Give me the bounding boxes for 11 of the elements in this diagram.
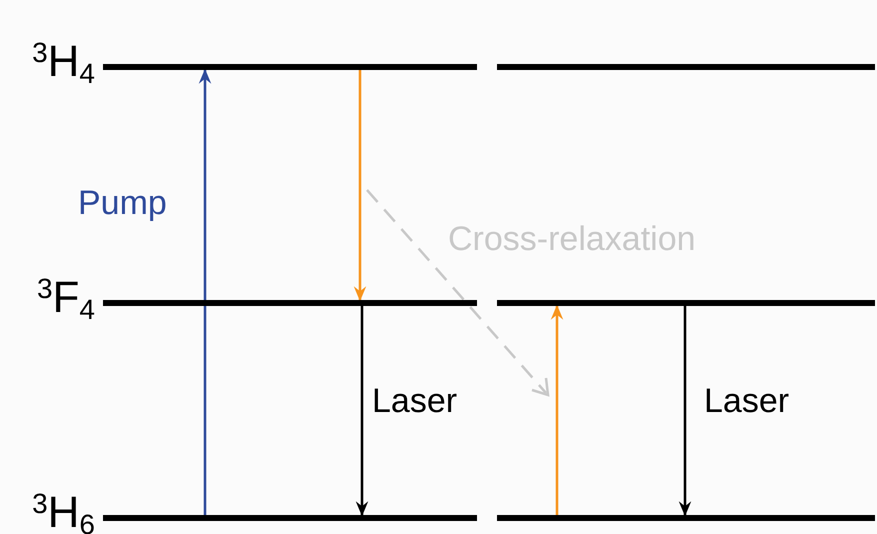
arrow (354, 70, 366, 302)
edge-label: Pump (78, 183, 167, 224)
arrow (356, 306, 368, 516)
arrow (550, 304, 564, 515)
energy-level-label: $^{3}$H$_{4}$ (32, 40, 95, 84)
arrow (198, 68, 212, 515)
energy-level-label: $^{3}$F$_{4}$ (36, 276, 95, 320)
energy-level-label: $^{3}$H$_{6}$ (32, 491, 95, 534)
edge-label: Laser (372, 381, 458, 422)
arrow (678, 306, 692, 516)
edge-label: Laser (704, 381, 790, 422)
